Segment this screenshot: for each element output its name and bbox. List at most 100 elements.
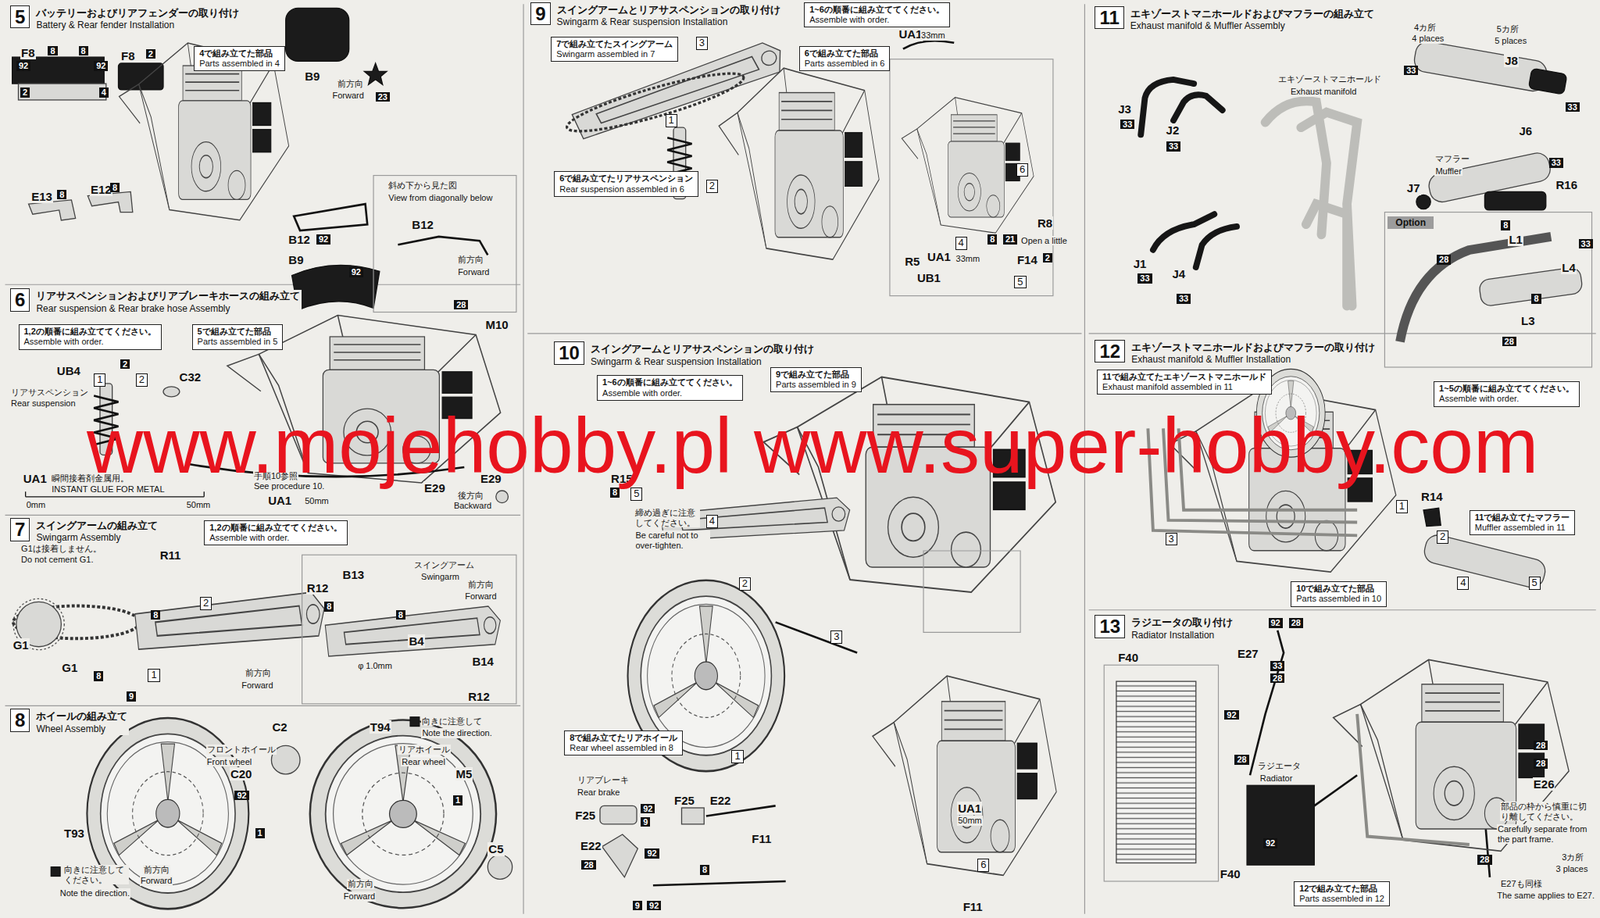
rear-fender: [292, 264, 380, 311]
note-text: 1~5の順番に組み立ててください。: [1439, 383, 1575, 394]
part-name: E22: [709, 793, 733, 808]
note-en: Forward: [457, 267, 490, 278]
part-name: R11: [159, 548, 183, 562]
paint-number: 33: [1578, 239, 1593, 250]
note-en: 0mm: [25, 500, 47, 511]
wheel-parts: [410, 717, 420, 727]
order-number: 1: [665, 114, 678, 128]
part-name: E27: [1236, 646, 1260, 661]
note-jp: エキゾーストマニホールド: [1277, 74, 1383, 85]
step-divider: [1089, 332, 1597, 334]
parts-note-box: 7で組み立てたスイングアームSwingarm assembled in 7: [550, 36, 679, 62]
part-name: F25: [574, 808, 597, 822]
step-number-box: 12エキゾーストマニホールドおよびマフラーの取り付けExhaust manifo…: [1094, 339, 1125, 364]
note-en: Exhaust manifold: [1289, 86, 1358, 97]
step-number-box: 8ホイールの組み立てWheel Assembly: [10, 708, 30, 733]
part-name: F14: [1016, 253, 1039, 267]
note-jp: 前方向: [457, 254, 485, 265]
step-title-text: Swingarm & Rear suspension Installation: [557, 16, 781, 29]
frame-engine: [718, 67, 879, 260]
note-text: Assemble with order.: [1439, 393, 1575, 404]
order-number: 2: [135, 373, 148, 387]
paint-number: 28: [1234, 754, 1249, 765]
paint-number: 8: [47, 46, 58, 57]
paint-number: 28: [1502, 336, 1517, 347]
option-exhaust: [1384, 212, 1592, 368]
swingarm: [325, 606, 500, 657]
paint-number: 28: [1436, 254, 1451, 265]
paint-number: 92: [1263, 838, 1278, 849]
order-number: 5: [630, 487, 643, 501]
part-name: J1: [1132, 257, 1148, 271]
paint-number: 92: [1268, 617, 1283, 629]
radiator: [1246, 785, 1315, 865]
part-name: J8: [1503, 53, 1519, 68]
part-name: J4: [1171, 267, 1186, 281]
paint-number: 8: [1531, 293, 1541, 304]
step-title-text: リアサスペンションおよびリアブレーキホースの組み立て: [35, 289, 300, 303]
order-number: 1: [1396, 500, 1408, 514]
view-inset: [923, 550, 1021, 633]
part-name: C20: [229, 767, 254, 781]
order-number: 1: [731, 750, 743, 764]
step-title: ラジエータの取り付けRadiator Installation: [1129, 616, 1235, 641]
note-en: Forward: [342, 891, 376, 902]
step-title-text: Exhaust manifold & Muffler Assembly: [1130, 20, 1375, 33]
option-tab: Option: [1387, 216, 1434, 229]
note-jp: 斜め下から見た図: [387, 180, 458, 191]
part-name: B13: [342, 567, 366, 582]
scale-ruler: [25, 491, 26, 497]
option-exhaust: [1384, 212, 1592, 368]
step-number: 6: [10, 289, 29, 311]
brake-rod: [775, 621, 858, 653]
scale-ruler: [203, 491, 205, 497]
parts-note-box: 4で組み立てた部品Parts assembled in 4: [193, 46, 286, 72]
paint-number: 8: [396, 610, 406, 621]
note-en: View from diagonally below: [387, 192, 493, 204]
paint-number: 28: [1477, 854, 1492, 865]
note-text: Muffler assembled in 11: [1475, 522, 1571, 533]
part-name: R8: [1036, 216, 1054, 230]
note-en: Note the direction.: [59, 888, 131, 899]
step-title-text: スイングアームの組み立て: [35, 519, 158, 533]
note-en: Forward: [464, 591, 497, 602]
rear-brake-part: [706, 805, 776, 816]
note-en: Front wheel: [206, 757, 253, 768]
part-name: F40: [1219, 867, 1242, 881]
paint-number: 92: [93, 60, 108, 72]
view-inset: [397, 236, 488, 256]
note-en: 5 places: [1493, 35, 1528, 47]
paint-number: 92: [640, 803, 655, 815]
paint-number: 28: [1270, 673, 1285, 684]
step-number-box: 6リアサスペンションおよびリアブレーキホースの組み立てRear suspensi…: [10, 288, 30, 312]
exhaust-pipe: [1423, 507, 1441, 527]
order-number: 6: [1016, 163, 1029, 177]
rear-fender: [285, 7, 387, 310]
muffler: [1416, 194, 1431, 209]
view-inset: [373, 175, 517, 313]
paint-number: 33: [1120, 119, 1135, 130]
note-en: Backward: [453, 500, 493, 511]
part-name: R16: [1555, 178, 1579, 192]
note-text: 4で組み立てた部品: [199, 48, 280, 59]
part-name: E13: [30, 189, 54, 204]
order-number: 1: [147, 668, 160, 683]
note-en: Forward: [331, 90, 365, 101]
note-jp: G1は接着しません。: [20, 543, 103, 554]
note-en: Rear suspension: [10, 398, 77, 409]
step-title-text: Wheel Assembly: [35, 723, 128, 736]
step-title: ホイールの組み立てWheel Assembly: [34, 710, 129, 735]
note-jp: リアサスペンション: [10, 387, 90, 398]
part-name: F25: [673, 793, 696, 808]
paint-number: 33: [1565, 102, 1580, 113]
note-en: φ 1.0mm: [357, 660, 393, 672]
order-number: 4: [706, 514, 718, 529]
note-text: 7で組み立てたスイングアーム: [556, 39, 673, 50]
step-number: 11: [1095, 7, 1123, 29]
note-text: 6で組み立てた部品: [804, 48, 886, 59]
order-number: 4: [955, 236, 968, 250]
frame-engine: [901, 97, 1034, 234]
paint-number: 23: [375, 92, 390, 103]
step-title-text: エキゾーストマニホールドおよびマフラーの取り付け: [1131, 341, 1375, 354]
note-en: 50mm: [303, 496, 330, 507]
